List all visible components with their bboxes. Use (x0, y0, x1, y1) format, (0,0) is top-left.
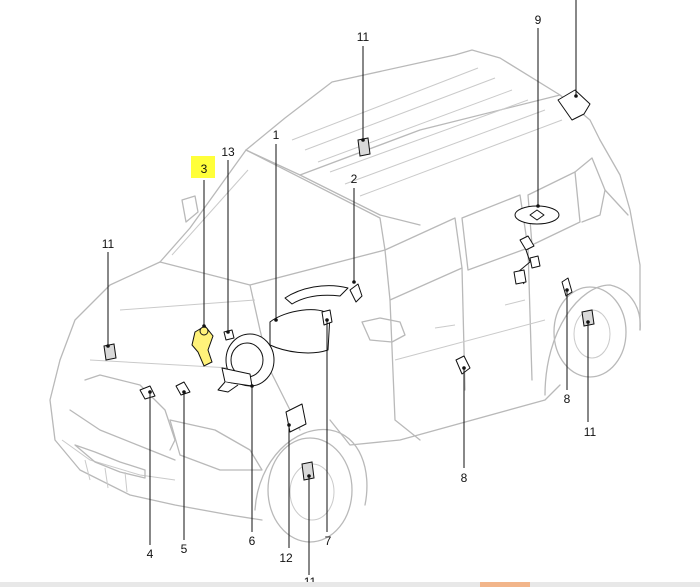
callout-7: 7 (325, 534, 332, 548)
callout-3: 3 (201, 162, 208, 176)
part-7-sensor (321, 309, 333, 326)
callout-11-right: 11 (584, 425, 597, 439)
part-6-unit (217, 333, 275, 393)
part-8-rear-sensor (561, 277, 573, 297)
callout-11-top: 11 (357, 30, 370, 44)
vehicle-body-outline (49, 49, 641, 543)
part-11-top-block (357, 137, 371, 157)
part-11-bottom-block (301, 461, 315, 481)
curved-bracket (284, 285, 349, 305)
part-11-right-block (581, 309, 595, 327)
callout-12: 12 (279, 551, 293, 565)
callout-11-left: 11 (102, 237, 115, 251)
callout-8-door: 8 (461, 471, 468, 485)
callout-2: 2 (351, 172, 358, 186)
part-4-connector (139, 385, 156, 400)
bottom-accent (480, 582, 530, 587)
part-3-highlighted (191, 325, 214, 367)
part-1-panel (269, 309, 331, 354)
callout-8-rear: 8 (564, 392, 571, 406)
callout-9: 9 (535, 13, 542, 27)
part-5-connector (175, 381, 191, 396)
callout-4: 4 (147, 547, 154, 561)
callout-6: 6 (249, 534, 256, 548)
callout-5: 5 (181, 542, 188, 556)
callout-13: 13 (221, 145, 235, 159)
label-3-highlight (191, 156, 215, 178)
part-11-left-block (103, 343, 117, 361)
leader-lines (107, 0, 589, 575)
bottom-strip (0, 582, 700, 587)
leader-dots (106, 94, 590, 478)
part-2-sensor (349, 283, 363, 303)
callout-1: 1 (273, 128, 280, 142)
part-9-assembly (513, 205, 560, 285)
roof-rear-bracket (557, 89, 591, 121)
part-8-door-sensor (455, 355, 471, 375)
